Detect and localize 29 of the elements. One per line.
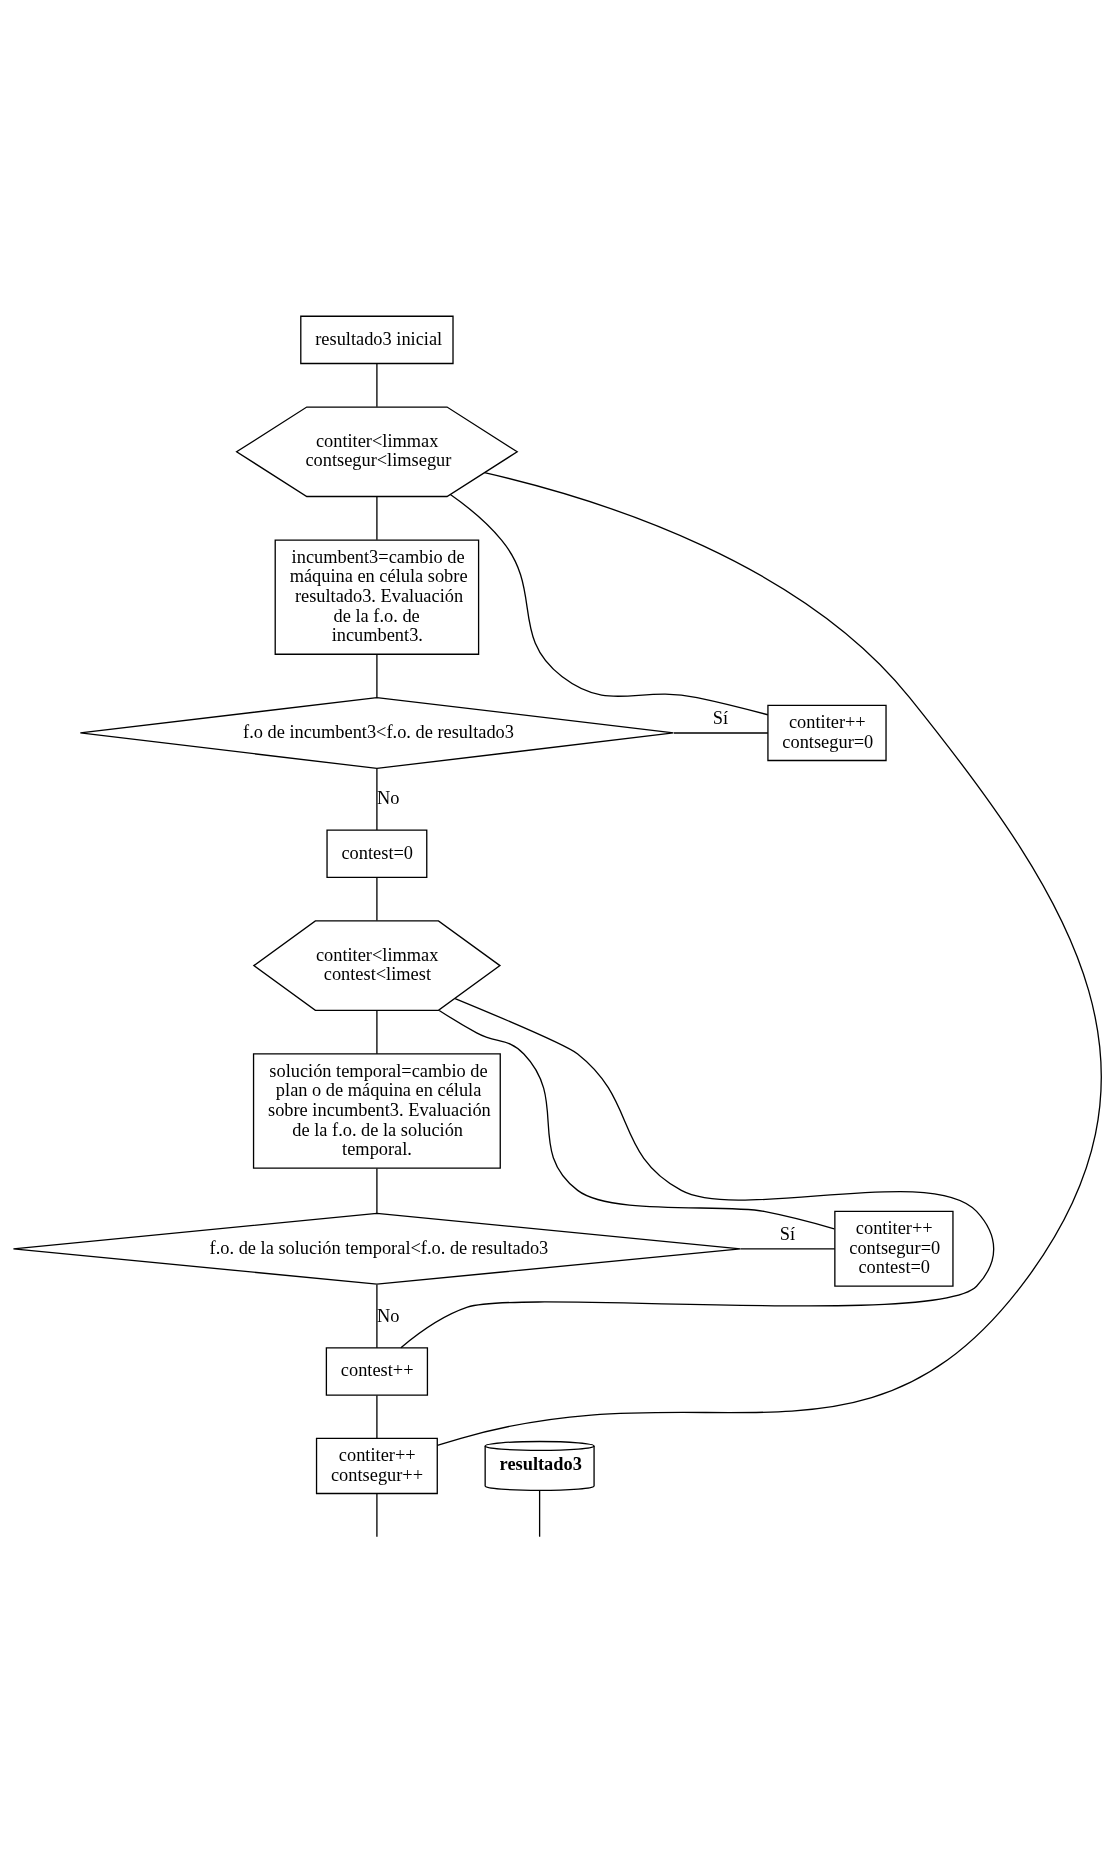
node-box: contest=0 (326, 829, 428, 878)
connector (376, 1394, 378, 1439)
connector (438, 1009, 835, 1230)
connector (673, 732, 769, 734)
connector (376, 363, 378, 408)
connector (400, 997, 995, 1349)
connector (376, 1009, 378, 1055)
connector (449, 493, 769, 716)
node-diamond: f.o de incumbent3<f.o. de resultado3 (79, 696, 675, 770)
connector (376, 1492, 378, 1538)
node-box: solución temporal=cambio de plan o de máquina en célula sobre incumbent3. Evaluación de la f.o. de la solución temporal. (252, 1053, 501, 1169)
connector (376, 767, 378, 831)
node-box: resultado3 inicial (300, 315, 454, 365)
node-box: contest++ (325, 1347, 429, 1396)
connector (739, 1248, 836, 1250)
node-box: incumbent3=cambio de máquina en célula sobre resultado3. Evaluación de la f.o. de incumbent3. (274, 539, 480, 655)
node-diamond: f.o. de la solución temporal<f.o. de resultado3 (12, 1212, 742, 1285)
edge-label: Sí (712, 708, 729, 729)
node-box: contiter++ contsegur=0 contest=0 (834, 1210, 954, 1287)
connector (538, 1489, 541, 1538)
node-box: contiter++ contsegur=0 (767, 704, 887, 762)
connector (376, 877, 378, 922)
connector (376, 653, 378, 698)
connector (376, 496, 378, 541)
connector (376, 1167, 378, 1214)
edge-label: Sí (779, 1223, 796, 1244)
node-box: contiter++ contsegur++ (315, 1437, 438, 1495)
connector (376, 1284, 378, 1349)
connector (436, 472, 1102, 1447)
